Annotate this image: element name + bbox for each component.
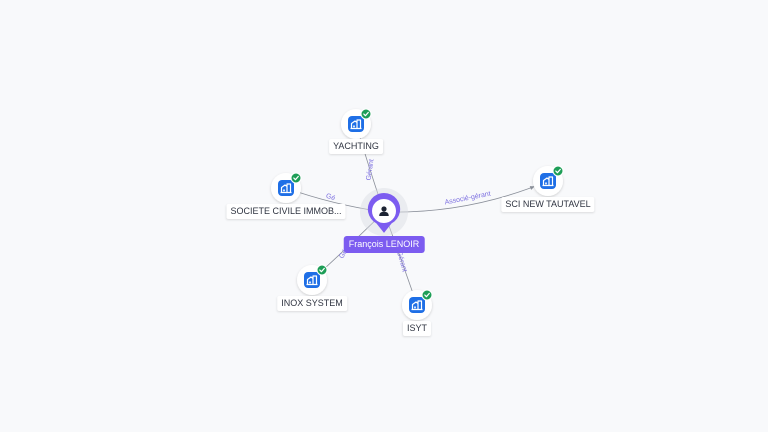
company-building-icon: [348, 116, 364, 132]
company-building-icon: [304, 272, 320, 288]
person-node[interactable]: [360, 188, 408, 236]
check-icon: [360, 108, 372, 120]
person-name-label: François LENOIR: [343, 236, 425, 253]
company-building-icon: [278, 180, 294, 196]
edge-label-sci-new-tautavel: Associé-gérant: [444, 191, 491, 207]
edge-label-societe-civile-immob: Gé: [325, 193, 336, 203]
person-icon: [379, 206, 389, 216]
company-node-societe-civile-immob[interactable]: [271, 172, 302, 203]
company-building-icon: [409, 297, 425, 313]
edge-sci-new-tautavel: [383, 180, 549, 213]
company-label-sci-new-tautavel: SCI NEW TAUTAVEL: [501, 197, 595, 212]
edge-label-yachting: Gérant: [366, 159, 376, 181]
company-label-inox-system: INOX SYSTEM: [277, 296, 347, 311]
company-building-icon: [540, 173, 556, 189]
edge-label-inox-system: Gé: [338, 248, 349, 260]
edge-label-isyt: Gérant: [395, 250, 408, 273]
company-node-isyt[interactable]: [402, 289, 433, 320]
check-icon: [421, 289, 433, 301]
company-node-yachting[interactable]: [341, 108, 372, 139]
check-icon: [552, 165, 564, 177]
company-label-yachting: YACHTING: [329, 139, 383, 154]
company-label-isyt: ISYT: [402, 321, 432, 336]
check-icon: [316, 264, 328, 276]
edge-arrow-sci-new-tautavel: [529, 186, 535, 190]
company-node-inox-system[interactable]: [297, 264, 328, 295]
company-node-sci-new-tautavel[interactable]: [533, 165, 564, 196]
check-icon: [290, 172, 302, 184]
company-label-societe-civile-immob: SOCIETE CIVILE IMMOB...: [226, 204, 346, 219]
